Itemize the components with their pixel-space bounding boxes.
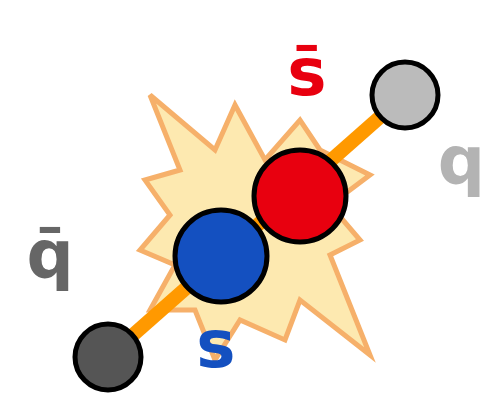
particle-label: q [438,128,485,194]
particle-label: s [196,312,235,378]
explosion-burst [140,95,370,360]
anti-strange-ball [254,150,346,242]
color-string [108,95,405,357]
particle-label: q̄ [26,222,73,288]
strange-quark-ball [175,210,267,302]
particle-label: s̄ [287,40,326,106]
quark-ball [372,62,438,128]
antiquark-ball [75,324,141,390]
